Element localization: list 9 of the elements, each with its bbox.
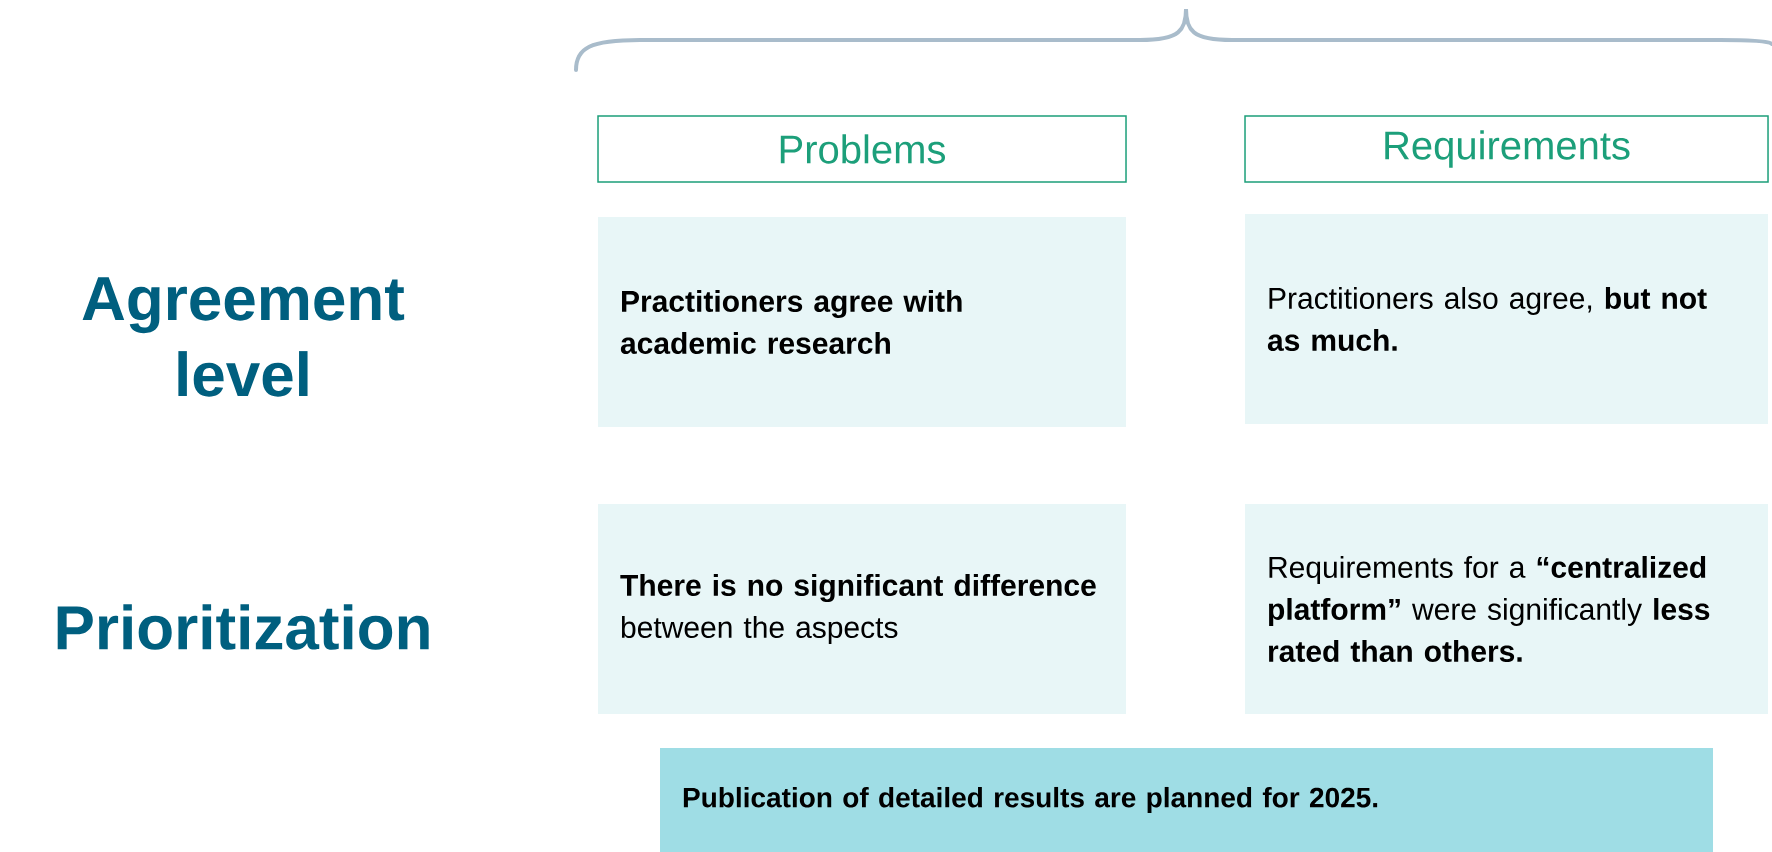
header-box: Problems [597,115,1127,183]
text-box: There is no significant difference between the aspects [598,504,1126,714]
text-box: Practitioners also agree, but not as much. [1245,214,1768,424]
header-box: Requirements [1244,115,1769,183]
row-heading: Prioritization [57,604,429,650]
text-box: Requirements for a “centralized platform” were significantly less rated than others. [1245,504,1768,714]
row-heading: Agreement level [82,277,405,397]
text-box: Practitioners agree with academic research [598,217,1126,427]
note-banner: Publication of detailed results are planned for 2025. [660,748,1713,852]
